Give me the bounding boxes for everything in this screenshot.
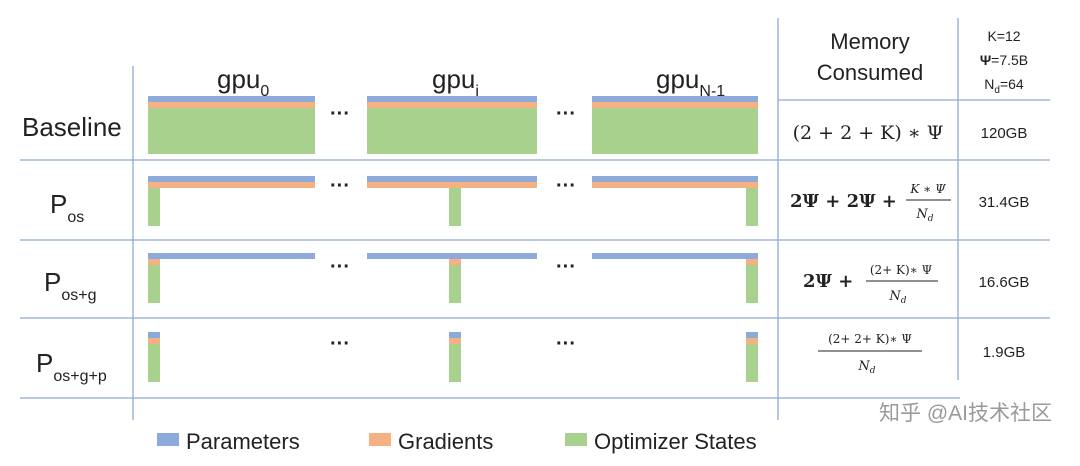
posgp-optimizer-slice	[746, 344, 758, 382]
pos-parameters-bar	[592, 176, 758, 182]
ellipses: ··· ··· ··· ··· ··· ··· ··· ···	[330, 103, 576, 355]
legend: Parameters Gradients Optimizer States	[157, 429, 757, 454]
legend-label-gradients: Gradients	[398, 429, 493, 454]
posg-gradients-slice	[148, 259, 160, 265]
ellipsis: ···	[330, 175, 350, 197]
posgp-parameters-slice	[449, 332, 461, 338]
memory-baseline: 120GB	[981, 125, 1028, 142]
pos-gradients-bar	[367, 182, 537, 188]
legend-swatch-parameters	[157, 433, 179, 446]
posg-optimizer-slice	[148, 265, 160, 303]
baseline-parameters-bar	[367, 96, 537, 102]
formula-pos-denominator: Nd	[915, 207, 933, 224]
gpuN-header: gpuN-1	[656, 64, 725, 100]
param-psi: Ψ=7.5B	[980, 52, 1028, 68]
ellipsis: ···	[330, 103, 350, 125]
posgp-gradients-slice	[449, 338, 461, 344]
memory-posgp: 1.9GB	[983, 344, 1026, 361]
posg-parameters-bar	[367, 253, 537, 259]
legend-label-parameters: Parameters	[186, 429, 300, 454]
pos-optimizer-slice	[148, 188, 160, 226]
watermark: 知乎 @AI技术社区	[879, 402, 1052, 425]
formula-posg-numerator: (2+ K)∗ Ψ	[870, 263, 933, 277]
baseline-parameters-bar	[592, 96, 758, 102]
ellipsis: ···	[556, 333, 576, 355]
posg-optimizer-slice	[746, 265, 758, 303]
memory-header-line2: Consumed	[817, 60, 923, 85]
pos-optimizer-slice	[449, 188, 461, 226]
posg-parameters-bar	[148, 253, 315, 259]
ellipsis: ···	[556, 103, 576, 125]
row-label-posg: Pos+g	[44, 267, 96, 304]
formula-posgp-numerator: (2+ 2+ K)∗ Ψ	[828, 332, 912, 346]
row-label-pos: Pos	[50, 189, 84, 226]
formula-posg-denominator: Nd	[888, 289, 906, 306]
row-label-posgp: Pos+g+p	[36, 348, 107, 385]
baseline-optimizer-bar	[592, 108, 758, 154]
formula-posg-main: 2Ψ +	[803, 271, 853, 292]
posg-gradients-slice	[449, 259, 461, 265]
row-label-baseline: Baseline	[22, 112, 122, 142]
baseline-optimizer-bar	[367, 108, 537, 154]
ellipsis: ···	[556, 175, 576, 197]
legend-swatch-gradients	[369, 433, 391, 446]
baseline-gradients-bar	[367, 102, 537, 108]
posgp-optimizer-slice	[449, 344, 461, 382]
posgp-gradients-slice	[746, 338, 758, 344]
posgp-parameters-slice	[746, 332, 758, 338]
pos-parameters-bar	[148, 176, 315, 182]
baseline-gradients-bar	[592, 102, 758, 108]
memory-posg: 16.6GB	[979, 274, 1030, 291]
param-k: K=12	[987, 28, 1020, 44]
posg-parameters-bar	[592, 253, 758, 259]
baseline-optimizer-bar	[148, 108, 315, 154]
gpu0-header: gpu0	[217, 64, 269, 100]
ellipsis: ···	[556, 256, 576, 278]
posg-optimizer-slice	[449, 265, 461, 303]
ellipsis: ···	[330, 256, 350, 278]
formula-pos-main: 2Ψ + 2Ψ +	[790, 191, 897, 212]
legend-label-optimizer: Optimizer States	[594, 429, 757, 454]
legend-swatch-optimizer	[565, 433, 587, 446]
posgp-optimizer-slice	[148, 344, 160, 382]
formula-posgp-denominator: Nd	[857, 359, 875, 376]
formula-baseline: (2 + 2 + K) ∗ Ψ	[793, 122, 944, 144]
param-nd: Nd=64	[984, 76, 1024, 96]
pos-optimizer-slice	[746, 188, 758, 226]
memory-header-line1: Memory	[830, 29, 909, 54]
grid-lines	[20, 18, 1050, 420]
gpui-header: gpui	[432, 64, 479, 100]
pos-parameters-bar	[367, 176, 537, 182]
memory-bars	[148, 96, 758, 382]
baseline-parameters-bar	[148, 96, 315, 102]
posgp-parameters-slice	[148, 332, 160, 338]
formula-pos-numerator: K ∗ Ψ	[909, 182, 946, 196]
posgp-gradients-slice	[148, 338, 160, 344]
memory-pos: 31.4GB	[979, 194, 1030, 211]
ellipsis: ···	[330, 333, 350, 355]
pos-gradients-bar	[148, 182, 315, 188]
posg-gradients-slice	[746, 259, 758, 265]
pos-gradients-bar	[592, 182, 758, 188]
baseline-gradients-bar	[148, 102, 315, 108]
